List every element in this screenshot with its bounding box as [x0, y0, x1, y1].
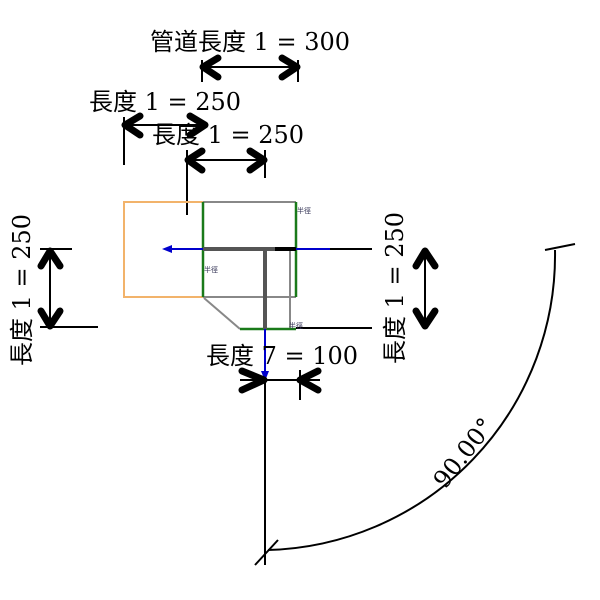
angle-label[interactable]: 90.00°: [428, 413, 500, 494]
arrow-right-icon: [246, 147, 268, 174]
arrow-right-icon: [186, 112, 209, 139]
arrow-down-icon: [261, 371, 269, 381]
dimension-pipe-length[interactable]: 管道長度 1 = 300: [150, 28, 350, 82]
dimension-length-top-b[interactable]: 長度 1 = 250: [152, 121, 304, 215]
arrow-left-icon: [296, 367, 322, 394]
dimension-label[interactable]: 管道長度 1 = 300: [150, 28, 350, 56]
dimension-label[interactable]: 長度 1 = 250: [152, 121, 304, 149]
radius-label: 半徑: [289, 321, 303, 330]
arrow-down-icon: [37, 307, 64, 330]
dimension-label[interactable]: 長度 1 = 250: [89, 88, 241, 116]
arrow-down-icon: [412, 307, 439, 330]
arrow-up-icon: [37, 247, 64, 270]
dimension-length-right[interactable]: 長度 1 = 250: [381, 212, 439, 364]
dimension-label[interactable]: 長度 7 = 100: [206, 342, 358, 370]
arrow-right-icon: [278, 54, 301, 81]
dimension-angle[interactable]: 90.00°: [254, 243, 576, 566]
arrow-left-icon: [184, 147, 206, 174]
dimension-length-left[interactable]: 長度 1 = 250: [8, 214, 64, 366]
radius-label: 半徑: [204, 265, 218, 274]
arrow-left-icon: [162, 245, 172, 253]
arrow-left-icon: [199, 54, 222, 81]
dimension-label[interactable]: 長度 1 = 250: [8, 214, 36, 366]
arrow-up-icon: [412, 247, 439, 270]
dimension-length-top-a[interactable]: 長度 1 = 250: [89, 88, 241, 165]
arrow-left-icon: [121, 112, 144, 139]
dimension-label[interactable]: 長度 1 = 250: [381, 212, 409, 364]
radius-label: 半徑: [297, 206, 311, 215]
dimension-length-7[interactable]: 長度 7 = 100: [206, 342, 358, 400]
